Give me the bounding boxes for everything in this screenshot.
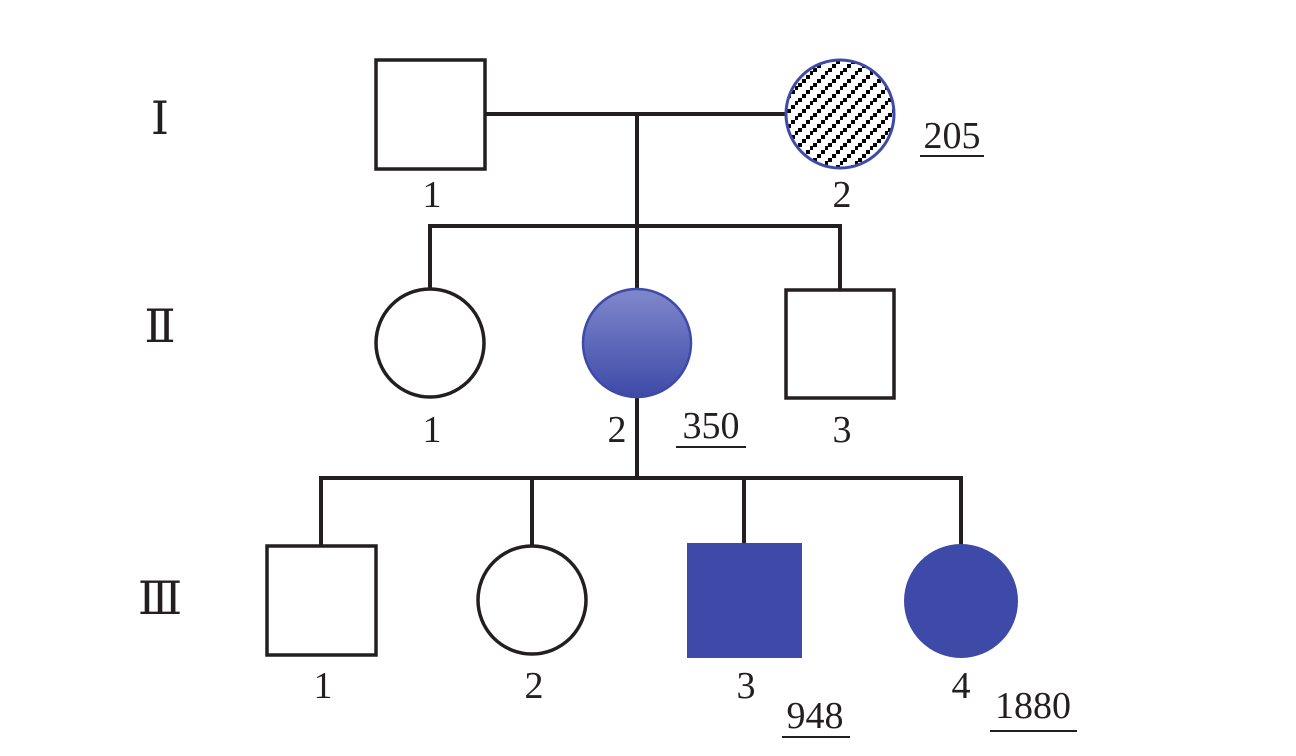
individual-i-1-male	[374, 58, 487, 171]
individual-iii-1-male	[265, 544, 378, 657]
individual-number-iii-3: 3	[737, 665, 756, 707]
individual-iii-4-female-affected	[904, 544, 1018, 658]
individual-number-iii-4: 4	[952, 665, 971, 707]
individual-number-i-2: 2	[833, 174, 852, 216]
individual-iii-3-male-affected	[687, 543, 802, 658]
individual-number-i-1: 1	[423, 174, 442, 216]
generation-label-iii: Ⅲ	[138, 573, 182, 624]
individual-iii-2-female	[476, 544, 588, 656]
value-label-iii-4: 1880	[995, 685, 1071, 727]
individual-ii-1-female	[374, 287, 486, 399]
individual-ii-2-female-affected	[581, 287, 693, 399]
individual-number-ii-2: 2	[608, 409, 627, 451]
individual-i-2-female-hatched	[784, 58, 896, 170]
individual-number-ii-3: 3	[833, 409, 852, 451]
value-label-ii-2: 350	[683, 405, 740, 447]
individual-number-iii-1: 1	[314, 665, 333, 707]
generation-label-ii: Ⅱ	[144, 301, 175, 352]
individual-ii-3-male	[784, 288, 896, 400]
value-label-i-2: 205	[924, 115, 981, 157]
individual-number-ii-1: 1	[423, 409, 442, 451]
generation-label-i: Ⅰ	[151, 93, 169, 144]
value-label-iii-3: 948	[787, 695, 844, 737]
pedigree-lines	[319, 112, 963, 548]
individual-number-iii-2: 2	[525, 665, 544, 707]
